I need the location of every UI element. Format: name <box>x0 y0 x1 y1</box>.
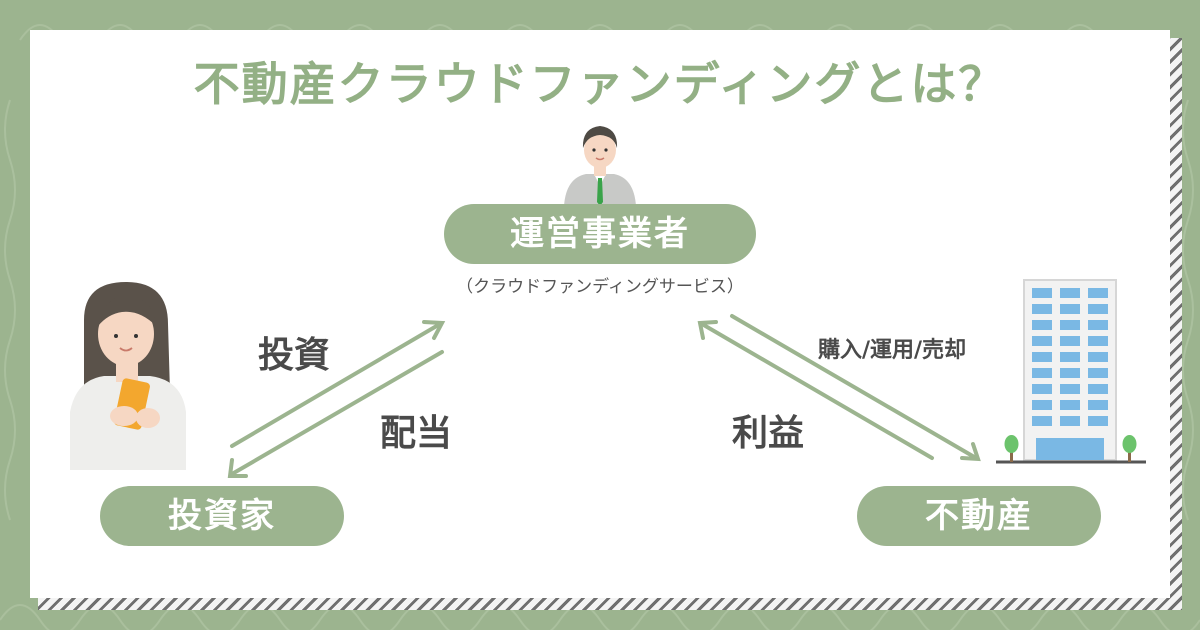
operator-node: 運営事業者 <box>444 204 756 264</box>
profit-label: 利益 <box>732 413 805 454</box>
invest-label: 投資 <box>258 335 331 376</box>
operator-label: 運営事業者 <box>510 214 690 254</box>
businessman-icon <box>564 126 636 206</box>
operator-subtitle: （クラウドファンディングサービス） <box>456 277 744 297</box>
investor-label: 投資家 <box>168 496 276 536</box>
office-building-icon <box>996 279 1146 464</box>
property-node: 不動産 <box>857 486 1101 546</box>
buy-operate-sell-label: 購入/運用/売却 <box>818 338 967 363</box>
invest-arrow-head <box>422 320 446 340</box>
investor-node: 投資家 <box>100 486 344 546</box>
buy-arrow <box>730 314 978 460</box>
profit-arrow-head <box>697 320 718 340</box>
profit-arrow <box>700 322 934 460</box>
dividend-arrow <box>230 350 444 476</box>
buy-arrow-head <box>960 442 981 462</box>
invest-arrow <box>230 322 442 448</box>
property-label: 不動産 <box>925 496 1033 536</box>
woman-with-phone-icon <box>70 282 186 470</box>
page-title: 不動産クラウドファンディングとは？ <box>193 57 1007 111</box>
dividend-arrow-head <box>227 458 248 478</box>
dividend-label: 配当 <box>380 413 453 454</box>
